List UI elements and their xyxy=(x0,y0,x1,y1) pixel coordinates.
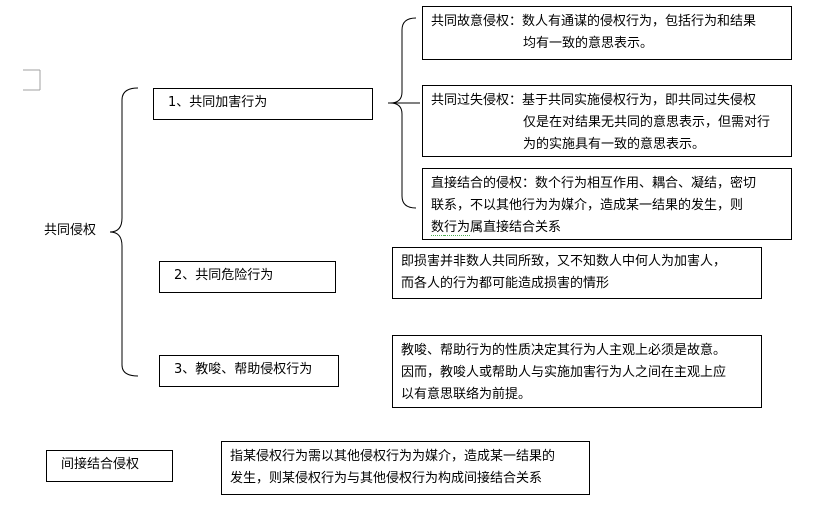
detail-line: 即损害并非数人共同所致，又不知数人中何人为加害人， xyxy=(401,254,727,269)
detail-text: 属直接结合关系 xyxy=(470,220,562,235)
detail-direct-combination: 直接结合的侵权：数个行为相互作用、耦合、凝结，密切 联系，不以其他行为为媒介，造… xyxy=(422,168,792,240)
detail-line: 均有一致的意思表示。 xyxy=(523,36,654,51)
detail-line: 指某侵权行为需以其他侵权行为为媒介，造成某一结果的 xyxy=(230,449,556,464)
detail-line: 直接结合的侵权：数个行为相互作用、耦合、凝结，密切 xyxy=(431,176,757,191)
detail-line: 共同故意侵权：数人有通谋的侵权行为，包括行为和结果 xyxy=(431,14,757,29)
category-label: 1、共同加害行为 xyxy=(168,95,268,110)
detail-indirect-combination: 指某侵权行为需以其他侵权行为为媒介，造成某一结果的 发生，则某侵权行为与其他侵权… xyxy=(221,441,590,495)
category-label: 3、教唆、帮助侵权行为 xyxy=(174,362,313,377)
detail-line: 共同过失侵权：基于共同实施侵权行为，即共同过失侵权 xyxy=(431,93,757,108)
detail-line: 教唆、帮助行为的性质决定其行为人主观上必须是故意。 xyxy=(401,343,727,358)
indirect-combination-label: 间接结合侵权 xyxy=(46,450,173,482)
indirect-label: 间接结合侵权 xyxy=(61,457,140,472)
detail-line: 而各人的行为都可能造成损害的情形 xyxy=(401,276,610,291)
category-joint-danger: 2、共同危险行为 xyxy=(159,261,336,293)
detail-line: 仅是在对结果无共同的意思表示，但需对行 xyxy=(523,115,771,130)
root-bracket xyxy=(109,87,139,377)
detail-joint-intent: 共同故意侵权：数人有通谋的侵权行为，包括行为和结果 均有一致的意思表示。 xyxy=(422,6,792,60)
detail-line: 数行为属直接结合关系 xyxy=(431,217,783,239)
detail-line: 为的实施具有一致的意思表示。 xyxy=(523,137,706,152)
detail-joint-negligence: 共同过失侵权：基于共同实施侵权行为，即共同过失侵权 仅是在对结果无共同的意思表示… xyxy=(422,85,792,157)
detail-joint-danger: 即损害并非数人共同所致，又不知数人中何人为加害人， 而各人的行为都可能造成损害的… xyxy=(392,247,762,299)
category-label: 2、共同危险行为 xyxy=(174,268,274,283)
detail-abet-help: 教唆、帮助行为的性质决定其行为人主观上必须是故意。 因而，教唆人或帮助人与实施加… xyxy=(392,335,762,408)
detail-line: 以有意思联络为前提。 xyxy=(401,387,532,402)
category-abet-help: 3、教唆、帮助侵权行为 xyxy=(159,355,339,387)
underlined-word: 数 xyxy=(431,220,445,236)
detail-line: 因而，教唆人或帮助人与实施加害行为人之间在主观上应 xyxy=(401,365,727,380)
root-label: 共同侵权 xyxy=(44,223,97,238)
detail-line: 联系，不以其他行为为媒介，造成某一结果的发生，则 xyxy=(431,198,744,213)
corner-mark xyxy=(23,69,41,91)
category1-bracket xyxy=(389,17,417,209)
category-joint-harm: 1、共同加害行为 xyxy=(153,88,373,120)
underlined-word: 行为 xyxy=(444,220,471,236)
detail-line: 发生，则某侵权行为与其他侵权行为构成间接结合关系 xyxy=(230,471,543,486)
